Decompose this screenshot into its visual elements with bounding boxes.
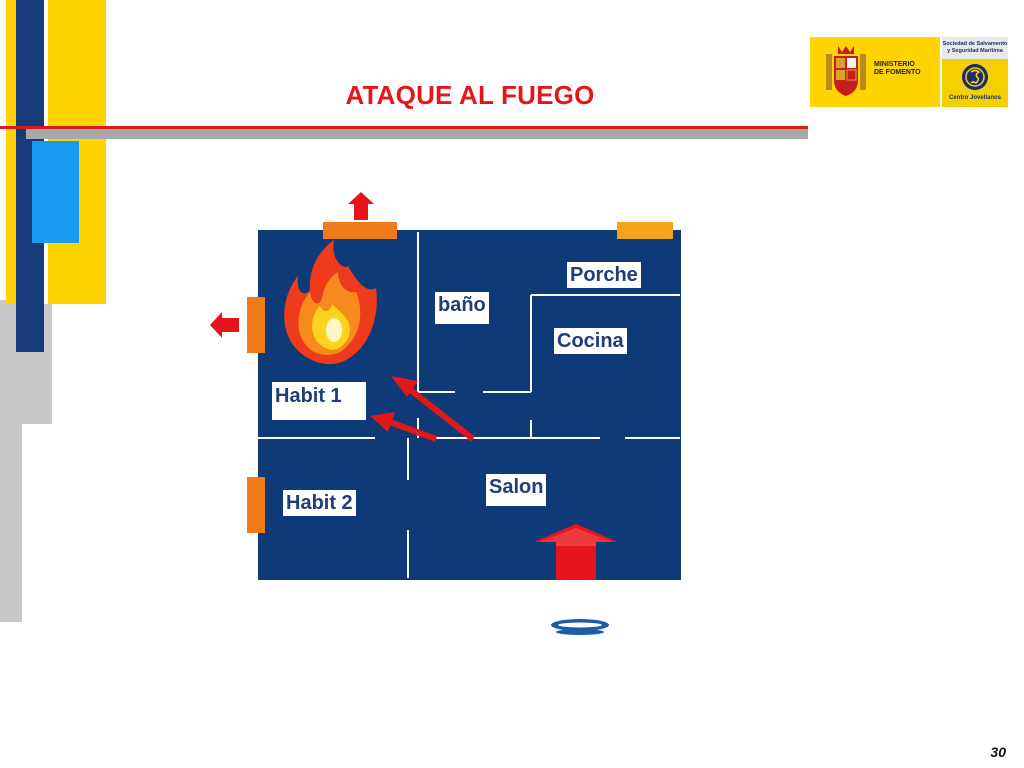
ministry-line-1: MINISTERIO xyxy=(874,61,915,68)
room-label-salon: Salon xyxy=(486,474,547,506)
arrow-left-icon xyxy=(210,312,239,338)
window-left-upper xyxy=(247,297,265,353)
deco-gray-stripe-tall xyxy=(0,300,22,622)
room-label-habit1: Habit 1 xyxy=(272,382,366,420)
hose-nozzle-icon xyxy=(551,619,609,635)
centre-name: Centro Jovellanos xyxy=(948,95,1001,101)
page-title: ATAQUE AL FUEGO xyxy=(345,80,595,110)
ministry-logo: MINISTERIO DE FOMENTO Sociedad de Salvam… xyxy=(810,37,1008,107)
fire-icon xyxy=(284,240,377,365)
window-top-left xyxy=(323,222,397,239)
attack-arrow-icon xyxy=(391,376,475,442)
ministry-name: MINISTERIO DE FOMENTO xyxy=(874,61,936,77)
ministry-logo-panel: MINISTERIO DE FOMENTO xyxy=(810,37,940,107)
entry-arrow-icon xyxy=(534,524,618,580)
society-name: Sociedad de Salvamento y Seguridad Marít… xyxy=(942,37,1008,59)
title-rule-shadow xyxy=(26,129,808,139)
society-line-2: y Seguridad Marítima xyxy=(947,48,1003,54)
room-label-cocina: Cocina xyxy=(554,328,627,354)
window-left-lower xyxy=(247,477,265,533)
arrow-up-icon xyxy=(348,192,374,220)
room-label-porche: Porche xyxy=(567,262,641,288)
interior-walls xyxy=(258,232,680,578)
room-label-bano: baño xyxy=(435,292,489,324)
society-line-1: Sociedad de Salvamento xyxy=(942,41,1008,47)
deco-blue-block xyxy=(32,141,79,243)
title-rule xyxy=(0,126,808,129)
floor-plan xyxy=(210,192,681,635)
centre-logo-panel: Sociedad de Salvamento y Seguridad Marít… xyxy=(942,37,1008,107)
coat-of-arms-icon xyxy=(826,46,866,96)
room-label-habit2: Habit 2 xyxy=(283,490,356,516)
page-number: 30 xyxy=(990,744,1006,760)
attack-arrow-icon xyxy=(370,412,438,442)
emblem-icon xyxy=(962,64,988,90)
ministry-line-2: DE FOMENTO xyxy=(874,69,921,76)
window-top-right xyxy=(617,222,673,239)
